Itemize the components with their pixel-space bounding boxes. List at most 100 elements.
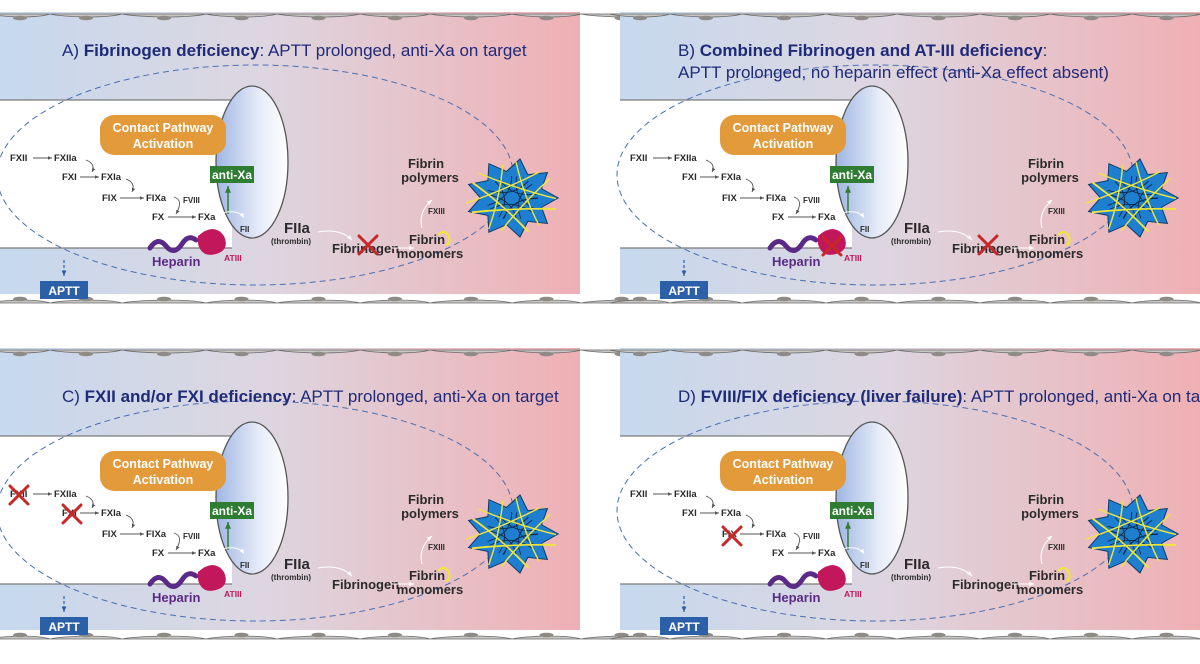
cell-nucleus bbox=[311, 15, 326, 21]
fviii-curve bbox=[173, 532, 180, 551]
fxii-label: FXII bbox=[630, 153, 647, 164]
tube-fade bbox=[0, 112, 70, 142]
cell-nucleus bbox=[1159, 296, 1174, 302]
panel-title-line1: C) FXII and/or FXI deficiency: APTT prol… bbox=[62, 387, 559, 406]
atiii-label: ATIII bbox=[844, 589, 862, 599]
aptt-box bbox=[40, 281, 88, 299]
aptt-label: APTT bbox=[668, 620, 700, 634]
cell-nucleus bbox=[1084, 296, 1098, 302]
atiii-molecule bbox=[818, 565, 846, 591]
fxi-label: FXI bbox=[62, 172, 77, 183]
fibrin-monomers-line1: Fibrin bbox=[1029, 232, 1065, 247]
cell-nucleus bbox=[311, 632, 326, 638]
contact-pathway-line2: Activation bbox=[133, 137, 193, 151]
fibrin-polymers-line1: Fibrin bbox=[408, 156, 444, 171]
fxa-curve-arrow bbox=[217, 211, 245, 219]
fviii-label: FVIII bbox=[803, 532, 820, 541]
anti-xa-label: anti-Xa bbox=[212, 168, 252, 182]
thrombin-label: (thrombin) bbox=[271, 237, 311, 246]
fviii-curve bbox=[173, 196, 180, 215]
fixa-label: FIXa bbox=[766, 193, 787, 204]
contact-pathway-box bbox=[720, 115, 846, 155]
fviii-label: FVIII bbox=[183, 532, 200, 541]
cell-nucleus bbox=[1008, 15, 1022, 21]
aptt-label: APTT bbox=[48, 284, 80, 298]
deficiency-crosses bbox=[8, 484, 83, 525]
fxiii-label: FXIII bbox=[1048, 207, 1065, 216]
tube-fade bbox=[0, 448, 70, 478]
thrombin-arrow bbox=[937, 566, 973, 577]
fibrin-strand bbox=[517, 183, 533, 219]
fibrin-fiber bbox=[1091, 208, 1176, 213]
fibrin-strand bbox=[1122, 533, 1159, 555]
fibrin-monomers-line1: Fibrin bbox=[409, 232, 445, 247]
cell-nucleus bbox=[539, 632, 554, 638]
cell-nucleus bbox=[311, 351, 326, 357]
cell-nucleus bbox=[234, 351, 249, 357]
cell-nucleus bbox=[464, 296, 478, 302]
fibrin-strand bbox=[1107, 516, 1149, 530]
cell-nucleus bbox=[1008, 632, 1022, 638]
fxia-label: FXIa bbox=[721, 172, 742, 183]
aptt-label: APTT bbox=[668, 284, 700, 298]
fx-label: FX bbox=[152, 212, 165, 223]
heparin-label: Heparin bbox=[772, 590, 820, 605]
fviii-curve bbox=[793, 196, 800, 215]
fibrin-fiber bbox=[488, 500, 504, 566]
heparin-label: Heparin bbox=[152, 254, 200, 269]
capillary-tube-outline bbox=[0, 435, 232, 585]
cell-nucleus bbox=[13, 296, 27, 302]
fxiii-label: FXIII bbox=[1048, 543, 1065, 552]
thrombin-arrow bbox=[317, 230, 353, 241]
fibrin-strand bbox=[494, 517, 505, 554]
title-span: : APTT prolonged, anti-Xa on target bbox=[259, 41, 526, 60]
fibrin-fiber bbox=[515, 161, 540, 226]
fibrin-fiber bbox=[1091, 544, 1176, 549]
cell-nucleus bbox=[157, 632, 171, 638]
thrombin-arrow bbox=[317, 566, 353, 577]
cell-nucleus bbox=[464, 15, 478, 21]
heparin-label: Heparin bbox=[152, 590, 200, 605]
anti-xa-label: anti-Xa bbox=[212, 504, 252, 518]
capillary-tube-outline bbox=[620, 435, 852, 585]
fixa-label: FIXa bbox=[146, 529, 167, 540]
fii-label: FII bbox=[240, 225, 249, 234]
bottom-endothelium bbox=[609, 296, 1200, 304]
fx-label: FX bbox=[772, 212, 785, 223]
fxiia-curve-arrow bbox=[705, 159, 716, 173]
tube-fade bbox=[620, 448, 690, 478]
fibrin-fiber bbox=[472, 517, 529, 569]
contact-pathway-box bbox=[100, 115, 226, 155]
title-span: Combined Fibrinogen and AT-III deficienc… bbox=[700, 41, 1043, 60]
fxi-label: FXI bbox=[682, 172, 697, 183]
cell-nucleus bbox=[157, 15, 171, 21]
fibrin-fiber bbox=[471, 544, 556, 549]
cell-nucleus bbox=[777, 351, 791, 357]
fibrin-fiber bbox=[478, 508, 557, 536]
fxiia-label: FXIIa bbox=[674, 153, 697, 164]
cell-nucleus bbox=[539, 351, 554, 357]
cell-nucleus bbox=[777, 632, 791, 638]
cell-nucleus bbox=[931, 15, 946, 21]
fxi-label: FXI bbox=[682, 508, 697, 519]
title-span: : bbox=[1043, 41, 1048, 60]
cell-nucleus bbox=[311, 296, 326, 302]
anti-xa-label: anti-Xa bbox=[832, 168, 872, 182]
fibrin-monomer-fiber bbox=[1057, 230, 1071, 247]
cell-nucleus bbox=[388, 351, 402, 357]
panel-b: Contact Pathway Activation anti-Xa FXII … bbox=[609, 12, 1200, 304]
fibrin-strand bbox=[1109, 203, 1153, 213]
fibrin-polymers-line1: Fibrin bbox=[1028, 492, 1064, 507]
fibrin-monomers-line2: monomers bbox=[397, 246, 463, 261]
contact-pathway-box bbox=[100, 451, 226, 491]
panel-title-line1: A) Fibrinogen deficiency: APTT prolonged… bbox=[62, 41, 527, 60]
cell-nucleus bbox=[539, 15, 554, 21]
fxia-label: FXIa bbox=[101, 172, 122, 183]
fibrin-strand bbox=[1107, 180, 1149, 194]
cell-nucleus bbox=[614, 632, 629, 638]
fibrin-strand bbox=[487, 516, 529, 530]
contact-pathway-line1: Contact Pathway bbox=[733, 121, 834, 135]
fibrinogen-label: Fibrinogen bbox=[952, 577, 1019, 592]
anti-xa-box bbox=[830, 502, 874, 519]
fibrin-strand bbox=[1114, 181, 1125, 218]
